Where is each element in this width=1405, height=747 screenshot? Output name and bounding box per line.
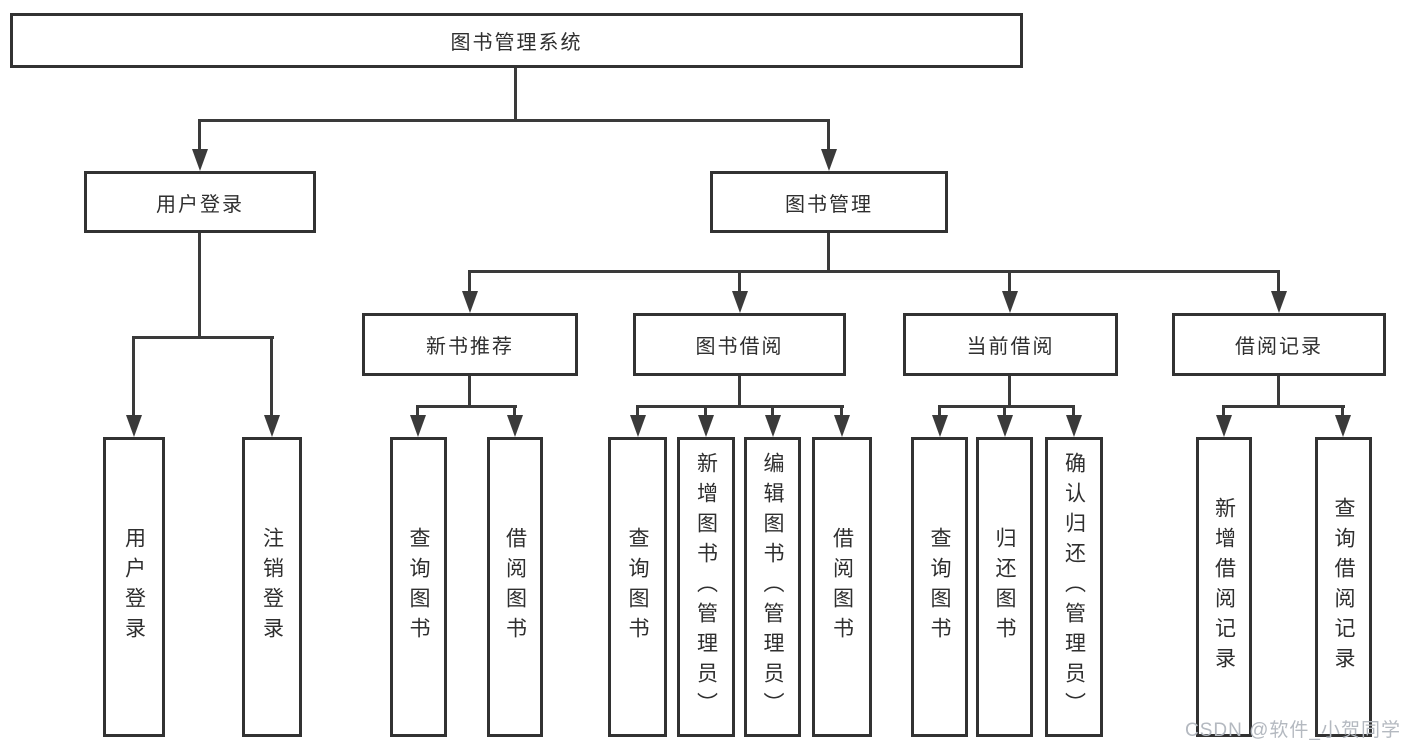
connector-line — [1222, 405, 1345, 408]
leaf-borrow-books-recommend: 借阅图书 — [487, 437, 543, 737]
node-label: 新增图书（管理员） — [694, 452, 718, 722]
connector-line — [938, 405, 1075, 408]
arrowhead-down-icon — [126, 415, 142, 437]
connector-line — [738, 376, 741, 407]
node-label: 借阅图书 — [503, 527, 527, 647]
connector-line — [704, 405, 707, 417]
connector-line — [416, 405, 419, 417]
leaf-add-borrow-record: 新增借阅记录 — [1196, 437, 1252, 737]
arrowhead-down-icon — [630, 415, 646, 437]
leaf-edit-books-admin: 编辑图书（管理员） — [744, 437, 801, 737]
leaf-query-borrow-record: 查询借阅记录 — [1315, 437, 1372, 737]
arrowhead-down-icon — [765, 415, 781, 437]
node-label: 用户登录 — [156, 193, 244, 216]
arrowhead-down-icon — [264, 415, 280, 437]
node-label: 借阅记录 — [1235, 336, 1323, 358]
node-label: 用户登录 — [122, 527, 146, 647]
node-library-management-system: 图书管理系统 — [10, 13, 1023, 68]
connector-line — [198, 233, 201, 338]
connector-line — [1003, 405, 1006, 417]
arrowhead-down-icon — [834, 415, 850, 437]
node-label: 注销登录 — [260, 527, 284, 647]
connector-line — [1072, 405, 1075, 417]
arrowhead-down-icon — [1335, 415, 1351, 437]
arrowhead-down-icon — [1271, 291, 1287, 313]
connector-line — [1222, 405, 1225, 417]
node-label: 新增借阅记录 — [1212, 497, 1236, 677]
node-label: 归还图书 — [993, 527, 1016, 647]
arrowhead-down-icon — [462, 291, 478, 313]
connector-line — [468, 270, 1280, 273]
arrowhead-down-icon — [192, 149, 208, 171]
connector-line — [1277, 270, 1280, 293]
arrowhead-down-icon — [1002, 291, 1018, 313]
connector-line — [840, 405, 843, 417]
connector-line — [827, 233, 830, 272]
connector-line — [198, 119, 201, 151]
connector-line — [468, 270, 471, 293]
node-label: 查询图书 — [626, 527, 649, 647]
node-label: 借阅图书 — [830, 527, 854, 647]
leaf-query-books-recommend: 查询图书 — [390, 437, 447, 737]
node-label: 图书管理系统 — [450, 32, 583, 54]
connector-line — [827, 119, 830, 151]
connector-line — [198, 119, 830, 122]
connector-line — [468, 376, 471, 407]
node-label: 图书管理 — [785, 193, 873, 216]
connector-line — [1008, 270, 1011, 293]
connector-line — [1008, 376, 1011, 407]
leaf-logout-login: 注销登录 — [242, 437, 302, 737]
arrowhead-down-icon — [997, 415, 1013, 437]
leaf-add-books-admin: 新增图书（管理员） — [677, 437, 735, 737]
connector-line — [514, 68, 517, 121]
arrowhead-down-icon — [1216, 415, 1232, 437]
arrowhead-down-icon — [410, 415, 426, 437]
connector-line — [636, 405, 844, 408]
leaf-confirm-return-admin: 确认归还（管理员） — [1045, 437, 1103, 737]
connector-line — [771, 405, 774, 417]
connector-line — [738, 270, 741, 293]
leaf-query-books-current: 查询图书 — [911, 437, 968, 737]
arrowhead-down-icon — [932, 415, 948, 437]
connector-line — [1341, 405, 1344, 417]
connector-line — [270, 336, 273, 417]
leaf-return-books: 归还图书 — [976, 437, 1033, 737]
node-borrowing-records: 借阅记录 — [1172, 313, 1386, 376]
arrowhead-down-icon — [1066, 415, 1082, 437]
leaf-user-login: 用户登录 — [103, 437, 165, 737]
connector-line — [1277, 376, 1280, 407]
connector-line — [938, 405, 941, 417]
node-book-management: 图书管理 — [710, 171, 948, 233]
node-label: 图书借阅 — [695, 336, 784, 358]
arrowhead-down-icon — [698, 415, 714, 437]
node-user-login: 用户登录 — [84, 171, 316, 233]
leaf-borrow-books-borrowing: 借阅图书 — [812, 437, 872, 737]
node-new-book-recommendation: 新书推荐 — [362, 313, 578, 376]
arrowhead-down-icon — [732, 291, 748, 313]
csdn-watermark: CSDN @软件_小贺同学 — [1185, 720, 1401, 741]
node-label: 当前借阅 — [966, 336, 1055, 358]
node-label: 新书推荐 — [426, 336, 514, 358]
connector-line — [416, 405, 517, 408]
node-current-borrowing: 当前借阅 — [903, 313, 1118, 376]
node-label: 确认归还（管理员） — [1062, 452, 1086, 722]
connector-line — [132, 336, 135, 417]
connector-line — [513, 405, 516, 417]
arrowhead-down-icon — [507, 415, 523, 437]
leaf-query-books-borrowing: 查询图书 — [608, 437, 667, 737]
node-label: 编辑图书（管理员） — [761, 452, 784, 722]
node-book-borrowing: 图书借阅 — [633, 313, 846, 376]
connector-line — [636, 405, 639, 417]
node-label: 查询图书 — [407, 527, 430, 647]
node-label: 查询图书 — [928, 527, 951, 647]
connector-line — [132, 336, 274, 339]
node-label: 查询借阅记录 — [1332, 497, 1355, 677]
arrowhead-down-icon — [821, 149, 837, 171]
